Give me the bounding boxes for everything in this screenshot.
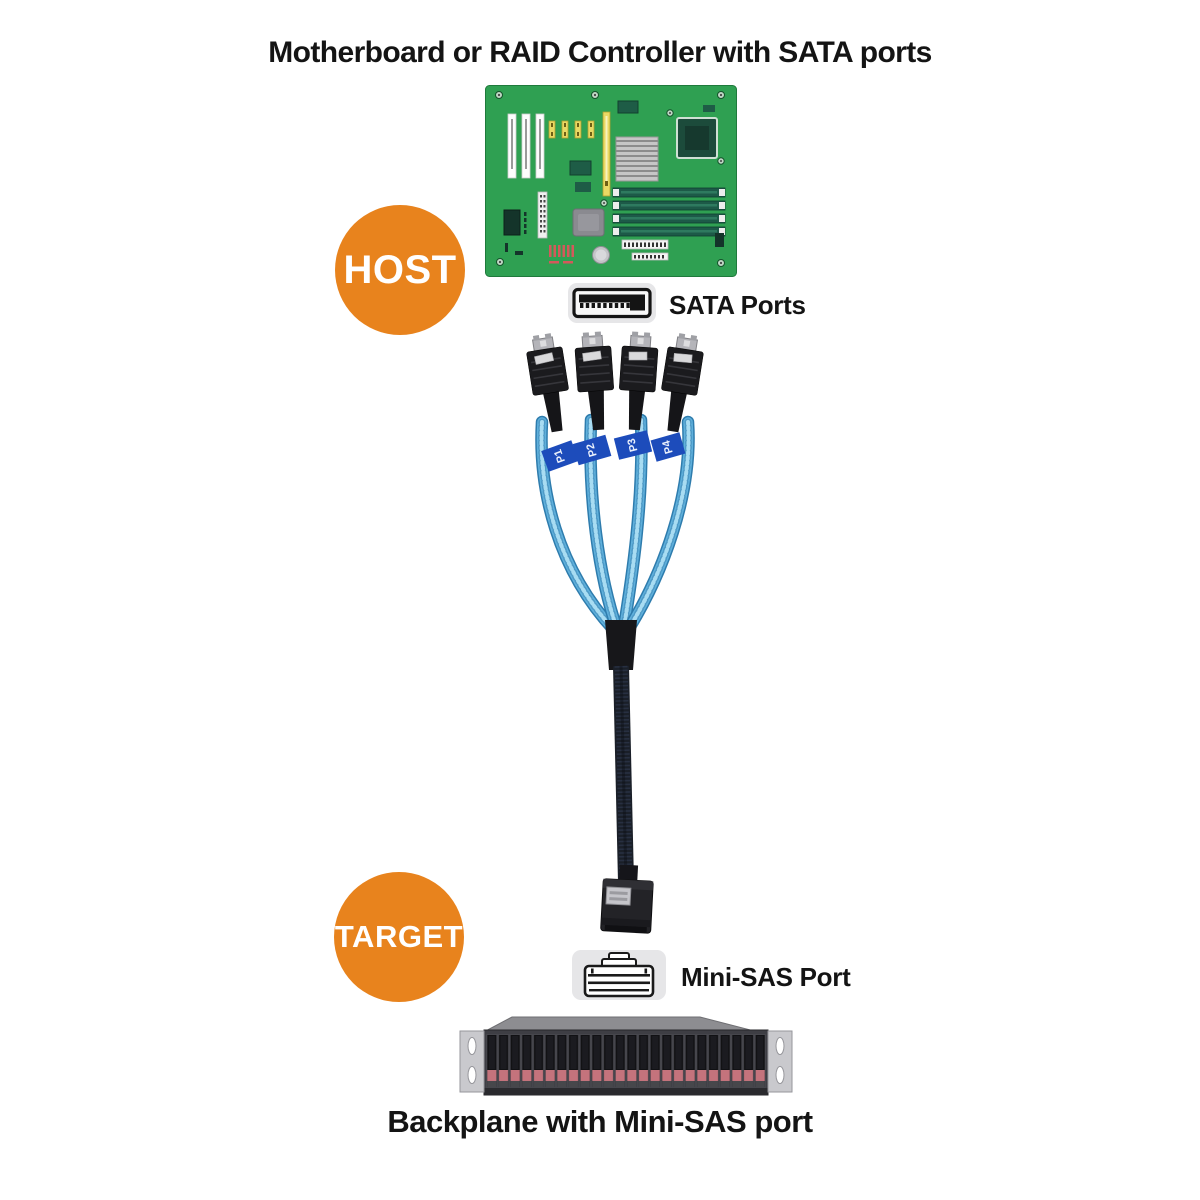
sata-port-icon [568,283,656,323]
pci-slots [507,113,545,179]
cable-label-p1: P1 [541,440,579,472]
target-badge-label: TARGET [334,919,464,954]
top-title: Motherboard or RAID Controller with SATA… [268,36,932,69]
port-block [715,233,724,247]
ide-connectors [621,239,669,261]
mini-sas-port-glyph [583,952,655,998]
heatshrink-wrap [605,620,637,670]
chip [703,105,715,112]
pcb-screws [495,91,725,267]
agp-slot [602,111,611,197]
motherboard-illustration [485,85,737,277]
sata-to-minisas-cable-illustration: P1 P2 P3 P4 [526,331,704,934]
cable-label-p4: P4 [650,432,686,462]
cable-label-p3: P3 [613,430,653,460]
pcb-screw-dots [497,93,723,265]
chip [569,160,592,176]
cmos-battery [592,246,610,264]
braided-trunk-cable [613,665,634,883]
pin-header-strip [537,191,548,239]
sata-port-glyph [572,287,652,319]
front-panel-headers [549,245,574,264]
ram-slots [612,187,726,237]
sata-ports-label: SATA Ports [669,290,806,320]
sata-connector-3 [619,331,659,431]
sata-connector-1 [526,333,569,433]
chassis-bottom [484,1088,768,1095]
backplane-illustration [459,1016,793,1096]
target-badge: TARGET [334,872,464,1002]
sata-connector-4 [661,333,704,433]
svg-text:P3: P3 [626,437,641,453]
cable-flags: P1 P2 P3 P4 [541,430,686,472]
sata-connector-2 [574,331,614,431]
svg-text:P4: P4 [660,438,675,455]
host-badge: HOST [335,205,465,335]
rack-ear-left [459,1030,485,1093]
mini-sas-connector [600,864,654,934]
yellow-headers [548,120,595,139]
rack-ear-right [767,1030,793,1093]
mini-sas-port-label: Mini-SAS Port [681,962,851,992]
io-chip [503,209,527,255]
chip [575,182,591,192]
svg-text:P2: P2 [584,442,599,458]
svg-text:P1: P1 [552,448,568,465]
cable-label-p2: P2 [572,434,612,466]
host-badge-label: HOST [343,247,457,292]
chipset [572,208,605,237]
drive-bays [486,1034,766,1088]
sata-connectors [526,331,704,433]
chip [617,100,639,114]
heatsink [615,136,659,182]
mini-sas-port-icon [572,950,666,1000]
cpu-socket [676,117,718,159]
backplane-label: Backplane with Mini-SAS port [387,1104,813,1139]
